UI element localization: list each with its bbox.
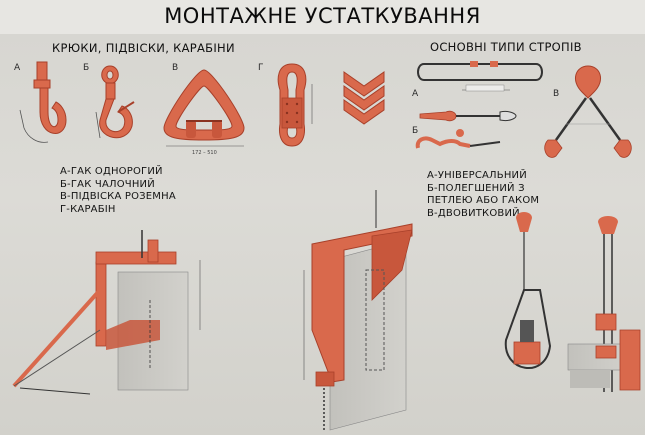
title-band xyxy=(0,0,645,34)
sling-label-a: А xyxy=(412,89,419,99)
two-branch-sling-icon xyxy=(544,65,632,158)
slings-heading: ОСНОВНІ ТИПИ СТРОПІВ xyxy=(430,40,582,54)
sling-label-b: Б xyxy=(412,126,419,136)
slinging-hook-icon xyxy=(95,65,135,139)
hook-label-b: Б xyxy=(83,63,90,73)
sling-label-v: В xyxy=(553,89,560,99)
hook-label-v: В xyxy=(172,63,179,73)
svg-text:172 – 510: 172 – 510 xyxy=(192,150,217,156)
hooks-heading: КРЮКИ, ПІДВІСКИ, КАРАБІНИ xyxy=(52,41,235,55)
slings-legend-item: ПЕТЛЕЮ АБО ГАКОМ xyxy=(427,195,540,206)
hook-label-g: Г xyxy=(258,63,264,73)
wall-bracket-illustration xyxy=(12,230,201,395)
slings-legend-item: В-ДВОВИТКОВИЙ xyxy=(427,207,520,219)
slings-legend: А-УНІВЕРСАЛЬНИЙ Б-ПОЛЕГШЕНИЙ З ПЕТЛЕЮ АБ… xyxy=(427,170,539,220)
hooks-legend-item: Г-КАРАБІН xyxy=(60,203,116,215)
hook-label-a: А xyxy=(14,63,21,73)
hooks-legend-item: Б-ГАК ЧАЛОЧНИЙ xyxy=(60,178,155,190)
chevron-stack-icon xyxy=(343,71,385,125)
hooks-legend-item: В-ПІДВІСКА РОЗЕМНА xyxy=(60,191,176,202)
universal-sling-icon xyxy=(417,61,543,92)
sling-rigging-illustration xyxy=(504,212,641,392)
light-sling-icon xyxy=(415,110,517,149)
carabiner-icon xyxy=(277,63,313,147)
slings-legend-item: Б-ПОЛЕГШЕНИЙ З xyxy=(427,182,525,194)
single-horn-hook-icon xyxy=(19,61,67,143)
column-clamp-illustration xyxy=(303,190,413,431)
page-title: МОНТАЖНЕ УСТАТКУВАННЯ xyxy=(164,4,481,28)
hooks-legend: А-ГАК ОДНОРОГИЙ Б-ГАК ЧАЛОЧНИЙ В-ПІДВІСК… xyxy=(60,166,176,216)
hooks-legend-item: А-ГАК ОДНОРОГИЙ xyxy=(60,166,163,177)
split-suspension-icon: 172 – 510 xyxy=(163,69,245,156)
slings-legend-item: А-УНІВЕРСАЛЬНИЙ xyxy=(427,170,527,181)
